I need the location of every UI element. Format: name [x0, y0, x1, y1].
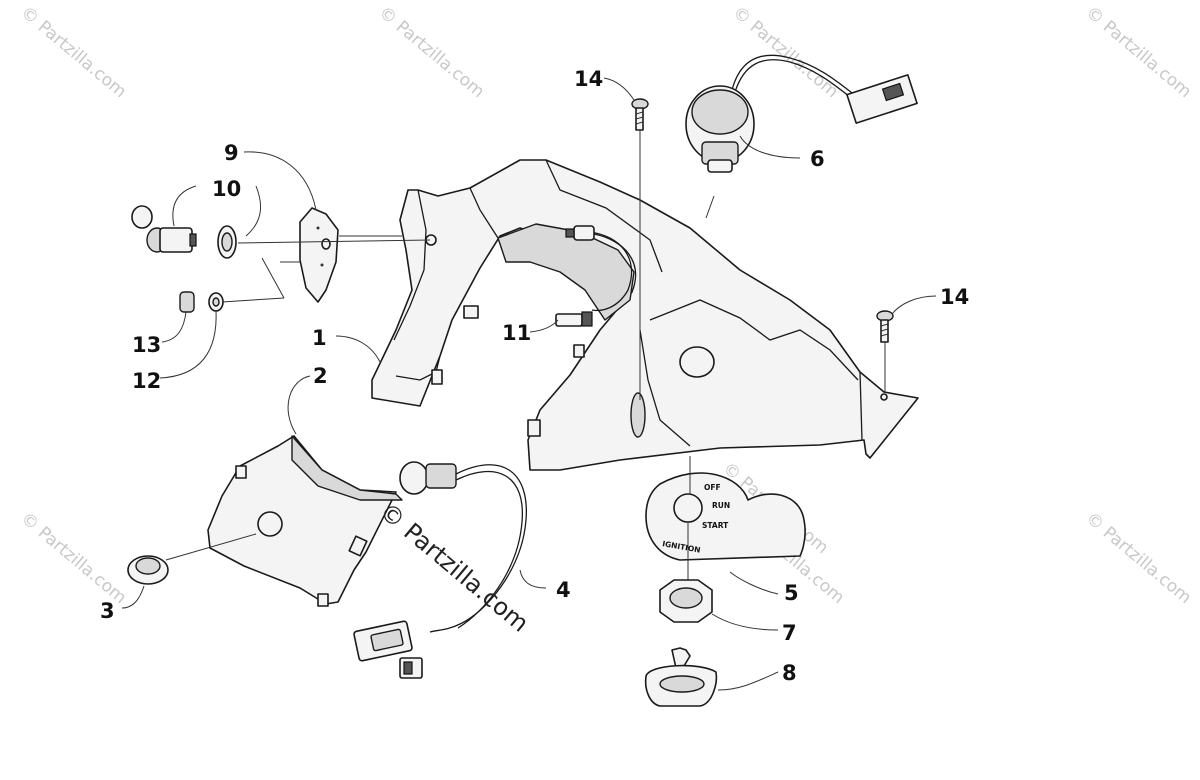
ignition-hole: [679, 346, 715, 378]
plate-start-label: START: [702, 521, 729, 530]
console-body: [371, 159, 919, 471]
callout-13: 13: [132, 333, 161, 357]
screw-14-right: [876, 310, 894, 392]
callout-4: 4: [556, 578, 571, 602]
callout-7: 7: [782, 621, 797, 645]
callout-1: 1: [312, 326, 327, 350]
socket-10: [131, 205, 237, 259]
ignition-switch-6: [685, 54, 918, 173]
harness-11: [555, 225, 637, 327]
watermark: © Partzilla.com: [17, 509, 130, 609]
callout-3: 3: [100, 599, 115, 623]
plate-off-label: OFF: [704, 483, 721, 492]
callout-14-right: 14: [940, 285, 969, 309]
plate-run-label: RUN: [712, 501, 730, 510]
gasket-9: [299, 207, 339, 303]
leader-lines: [121, 77, 937, 691]
watermark: © Partzilla.com: [375, 3, 488, 103]
callout-9: 9: [224, 141, 239, 165]
assembly-lines: [221, 235, 431, 303]
callout-8: 8: [782, 661, 797, 685]
watermark: © Partzilla.com: [17, 3, 130, 103]
callout-6: 6: [810, 147, 825, 171]
watermark: © Partzilla.com: [729, 3, 842, 103]
nut-7: [659, 522, 713, 623]
cap-3: [127, 533, 257, 585]
key-8: [644, 647, 718, 707]
callout-14-upper: 14: [574, 67, 603, 91]
screw-14-upper: [631, 98, 649, 400]
callout-2: 2: [313, 364, 328, 388]
callout-12: 12: [132, 369, 161, 393]
watermark: © Partzilla.com: [1082, 509, 1195, 609]
harness-4: [353, 461, 527, 679]
screw-slot: [630, 392, 646, 438]
lower-cover-2: [207, 435, 403, 607]
callout-11: 11: [502, 321, 531, 345]
callout-10: 10: [212, 177, 241, 201]
plug-13-washer-12: [179, 291, 224, 313]
callout-labels: 1 2 3 4 5 6 7 8 9 10 11 12 13 14 14: [100, 67, 969, 685]
callout-5: 5: [784, 581, 799, 605]
watermark: © Partzilla.com: [1082, 3, 1195, 103]
